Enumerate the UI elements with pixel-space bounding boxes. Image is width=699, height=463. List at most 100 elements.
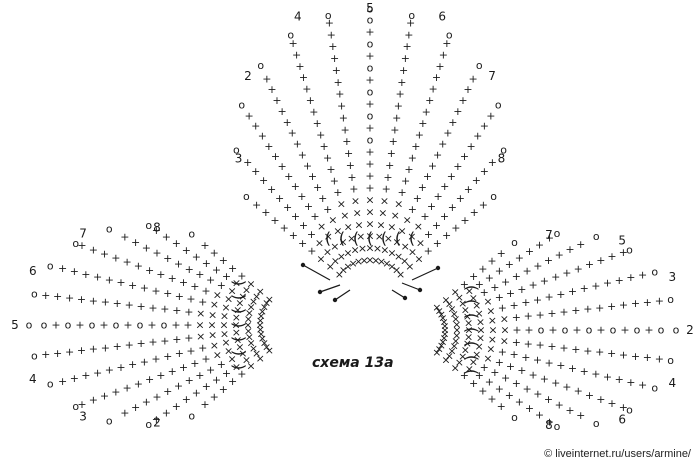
- stitch-symbol: +: [339, 111, 348, 124]
- direction-arrow: [302, 264, 331, 281]
- stitch-symbol: ×: [408, 246, 417, 259]
- stitch-symbol: +: [172, 400, 181, 413]
- stitch-symbol: +: [192, 250, 201, 263]
- chain-loop-symbol: o: [47, 378, 54, 391]
- stitch-symbol: +: [512, 377, 521, 390]
- stitch-symbol: ×: [315, 237, 324, 250]
- chain-loop-symbol: o: [554, 227, 561, 240]
- stitch-symbol: ×: [265, 293, 274, 306]
- stitch-symbol: +: [580, 282, 589, 295]
- stitch-symbol: +: [418, 181, 427, 194]
- stitch-symbol: ×: [353, 206, 362, 219]
- stitch-symbol: +: [128, 358, 137, 371]
- stitch-symbol: +: [148, 336, 157, 349]
- stitch-symbol: +: [128, 279, 137, 292]
- stitch-symbol: +: [517, 283, 526, 296]
- stitch-symbol: +: [323, 152, 332, 165]
- stitch-symbol: ×: [472, 348, 481, 361]
- stitch-symbol: ×: [328, 214, 337, 227]
- stitch-symbol: +: [418, 117, 427, 130]
- stitch-symbol: ×: [438, 312, 447, 325]
- stitch-symbol: +: [113, 340, 122, 353]
- stitch-symbol: +: [521, 351, 530, 364]
- stitch-symbol: +: [182, 244, 191, 257]
- stitch-symbol: +: [501, 276, 510, 289]
- stitch-symbol: +: [565, 243, 574, 256]
- stitch-symbol: ×: [227, 284, 236, 297]
- stitch-symbol: ×: [195, 319, 204, 332]
- stitch-symbol: +: [206, 274, 215, 287]
- stitch-symbol: ×: [245, 331, 254, 344]
- stitch-symbol: +: [442, 37, 451, 50]
- chain-loop-symbol: o: [593, 230, 600, 243]
- stitch-symbol: ×: [401, 240, 410, 253]
- stitch-symbol: +: [346, 159, 355, 172]
- row-number-label: 8: [153, 220, 161, 234]
- stitch-symbol: +: [192, 387, 201, 400]
- stitch-symbol: ×: [488, 324, 497, 337]
- stitch-symbol: +: [427, 200, 436, 213]
- stitch-symbol: +: [556, 359, 565, 372]
- stitch-symbol: +: [440, 180, 449, 193]
- stitch-symbol: +: [469, 377, 478, 390]
- chain-arc-symbol: (: [463, 299, 482, 305]
- stitch-symbol: ×: [382, 257, 391, 270]
- chain-arc-symbol: (: [367, 229, 373, 248]
- stitch-symbol: ×: [196, 330, 205, 343]
- stitch-symbol: ×: [472, 299, 481, 312]
- chain-loop-symbol: o: [511, 411, 518, 424]
- stitch-symbol: +: [77, 239, 86, 252]
- stitch-symbol: +: [184, 306, 193, 319]
- stitch-symbol: ×: [256, 285, 265, 298]
- stitch-symbol: +: [65, 345, 74, 358]
- stitch-symbol: +: [267, 183, 276, 196]
- stitch-symbol: ×: [373, 242, 382, 255]
- stitch-symbol: +: [313, 117, 322, 130]
- chain-loop-symbol: o: [233, 143, 240, 156]
- stitch-symbol: +: [100, 390, 109, 403]
- stitch-symbol: ×: [196, 307, 205, 320]
- stitch-symbol: +: [392, 111, 401, 124]
- stitch-symbol: ×: [465, 363, 474, 376]
- stitch-symbol: +: [501, 372, 510, 385]
- stitch-symbol: +: [495, 265, 504, 278]
- stitch-symbol: +: [120, 407, 129, 420]
- stitch-symbol: ×: [354, 218, 363, 231]
- stitch-symbol: ×: [469, 292, 478, 305]
- stitch-symbol: ×: [458, 350, 467, 363]
- stitch-symbol: +: [99, 319, 108, 332]
- row-number-label: 8: [545, 418, 553, 432]
- stitch-symbol: +: [402, 40, 411, 53]
- chain-loop-symbol: o: [257, 59, 264, 72]
- stitch-symbol: ×: [235, 340, 244, 353]
- stitch-symbol: ×: [244, 325, 253, 338]
- stitch-symbol: ×: [387, 246, 396, 259]
- stitch-symbol: ×: [227, 353, 236, 366]
- stitch-symbol: +: [475, 278, 484, 291]
- chain-arc-symbol: (: [229, 336, 248, 342]
- stitch-symbol: ×: [365, 218, 374, 231]
- stitch-symbol: +: [237, 367, 246, 380]
- chain-loop-symbol: o: [367, 3, 374, 16]
- stitch-symbol: ×: [464, 317, 473, 330]
- stitch-symbol: +: [615, 274, 624, 287]
- chain-loop-symbol: o: [325, 9, 332, 22]
- stitch-symbol: +: [420, 210, 429, 223]
- stitch-symbol: +: [535, 339, 544, 352]
- stitch-symbol: ×: [238, 290, 247, 303]
- stitch-symbol: +: [303, 159, 312, 172]
- stitch-symbol: +: [401, 175, 410, 188]
- stitch-symbol: +: [162, 231, 171, 244]
- stitch-symbol: +: [528, 279, 537, 292]
- row-number-label: 5: [618, 234, 626, 248]
- stitch-symbol: +: [116, 276, 125, 289]
- stitch-symbol: +: [228, 262, 237, 275]
- stitch-symbol: ×: [208, 329, 217, 342]
- stitch-symbol: +: [333, 186, 342, 199]
- stitch-symbol: ×: [337, 250, 346, 263]
- chain-loop-symbol: o: [106, 414, 113, 427]
- arrow-head: [417, 287, 423, 293]
- stitch-symbol: +: [162, 406, 171, 419]
- stitch-symbol: +: [480, 361, 489, 374]
- stitch-symbol: ×: [464, 324, 473, 337]
